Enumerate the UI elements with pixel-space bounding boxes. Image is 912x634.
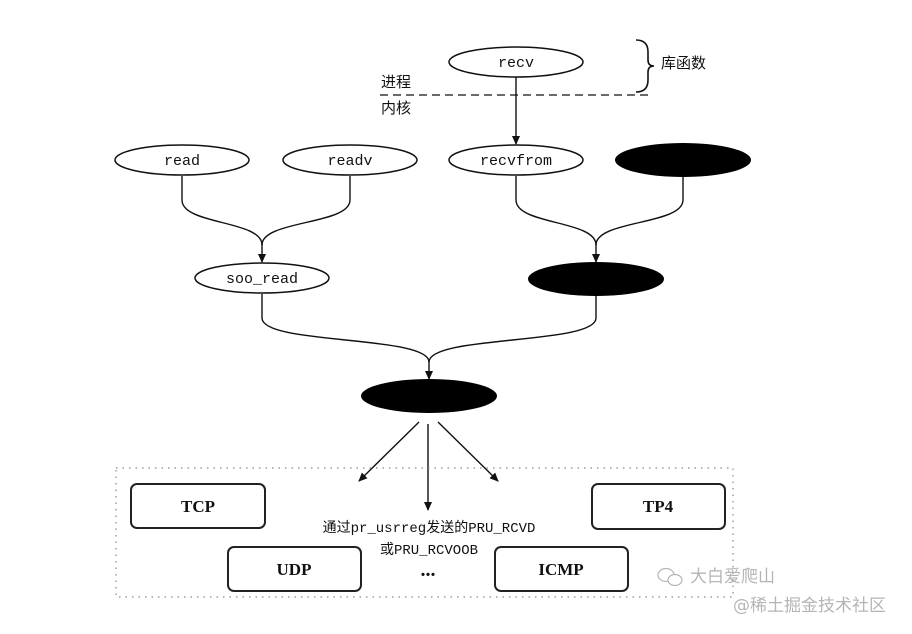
edge-read-soo-read (181, 176, 263, 246)
edge-recvfrom-mid (515, 176, 597, 246)
watermark-author: 大白爱爬山 (690, 567, 775, 587)
node-soo-read: soo_read (194, 262, 330, 294)
node-hidden-recvmsg (615, 143, 751, 177)
svg-text:UDP: UDP (277, 560, 312, 579)
edge-readv-soo-read (261, 176, 351, 246)
process-label: 进程 (381, 73, 411, 91)
svg-text:ICMP: ICMP (538, 560, 583, 579)
svg-text:read: read (164, 153, 200, 170)
svg-text:recv: recv (498, 55, 534, 72)
node-recv: recv (448, 46, 584, 78)
watermark-site: @稀土掘金技术社区 (733, 596, 886, 616)
node-readv: readv (282, 144, 418, 176)
svg-text:TP4: TP4 (643, 497, 674, 516)
edge-mid-bottom (428, 296, 597, 363)
node-read: read (114, 144, 250, 176)
svg-text:recvfrom: recvfrom (480, 153, 552, 170)
svg-text:soo_read: soo_read (226, 271, 298, 288)
kernel-label: 内核 (381, 99, 411, 117)
note-line-1: 通过pr_usrreg发送的PRU_RCVD (323, 520, 536, 537)
node-hidden-mid (528, 262, 664, 296)
protocol-box-tcp: TCP (130, 483, 266, 529)
arrow-to-left (358, 421, 420, 482)
edge-soo-read-bottom (261, 294, 430, 363)
edge-recvmsg-mid (595, 177, 684, 246)
note-ellipsis: ... (421, 559, 436, 581)
arrow-to-right (437, 421, 499, 482)
node-hidden-bottom (361, 379, 497, 413)
protocol-box-udp: UDP (227, 546, 362, 592)
protocol-box-icmp: ICMP (494, 546, 629, 592)
svg-text:readv: readv (327, 153, 372, 170)
svg-text:TCP: TCP (181, 497, 215, 516)
wechat-icon (657, 567, 683, 587)
library-brace-icon (635, 39, 655, 93)
node-recvfrom: recvfrom (448, 144, 584, 176)
protocol-layer-container (115, 467, 734, 598)
protocol-box-tp4: TP4 (591, 483, 726, 530)
note-line-2: 或PRU_RCVOOB (380, 542, 478, 559)
library-label: 库函数 (661, 54, 706, 72)
